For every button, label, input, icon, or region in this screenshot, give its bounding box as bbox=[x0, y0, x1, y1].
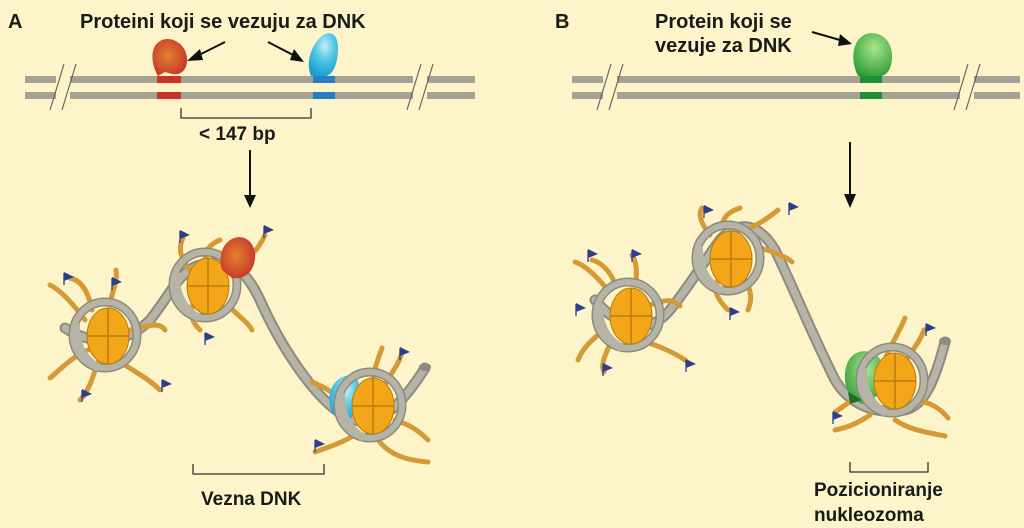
label-arrow-b bbox=[811, 31, 852, 46]
red-binding-protein bbox=[152, 38, 188, 76]
positioning-bracket bbox=[849, 462, 929, 473]
distance-label: < 147 bp bbox=[199, 124, 276, 145]
down-arrow-a bbox=[244, 150, 256, 208]
green-binding-protein bbox=[853, 33, 892, 77]
label-arrows bbox=[187, 41, 304, 62]
linker-bracket bbox=[192, 464, 325, 475]
binding-protein-label-line2: vezuje za DNK bbox=[655, 35, 792, 57]
positioning-label-line2: nukleozoma bbox=[814, 505, 924, 526]
binding-protein-label-line1: Protein koji se bbox=[655, 11, 792, 33]
panel-a: A Proteini koji se vezuju za DNK bbox=[8, 11, 475, 510]
binding-proteins-label: Proteini koji se vezuju za DNK bbox=[80, 11, 366, 33]
dna-line-a bbox=[25, 63, 475, 111]
panel-b: B Protein koji se vezuje za DNK bbox=[555, 11, 1020, 526]
cyan-binding-protein bbox=[308, 33, 338, 76]
panel-a-letter: A bbox=[8, 11, 22, 33]
distance-bracket bbox=[180, 108, 312, 119]
positioning-label-line1: Pozicioniranje bbox=[814, 480, 943, 501]
panel-b-letter: B bbox=[555, 11, 569, 33]
red-bound-protein bbox=[220, 237, 256, 279]
linker-dna-label: Vezna DNK bbox=[201, 489, 302, 510]
dna-line-b bbox=[572, 63, 1020, 111]
down-arrow-b bbox=[844, 142, 856, 208]
